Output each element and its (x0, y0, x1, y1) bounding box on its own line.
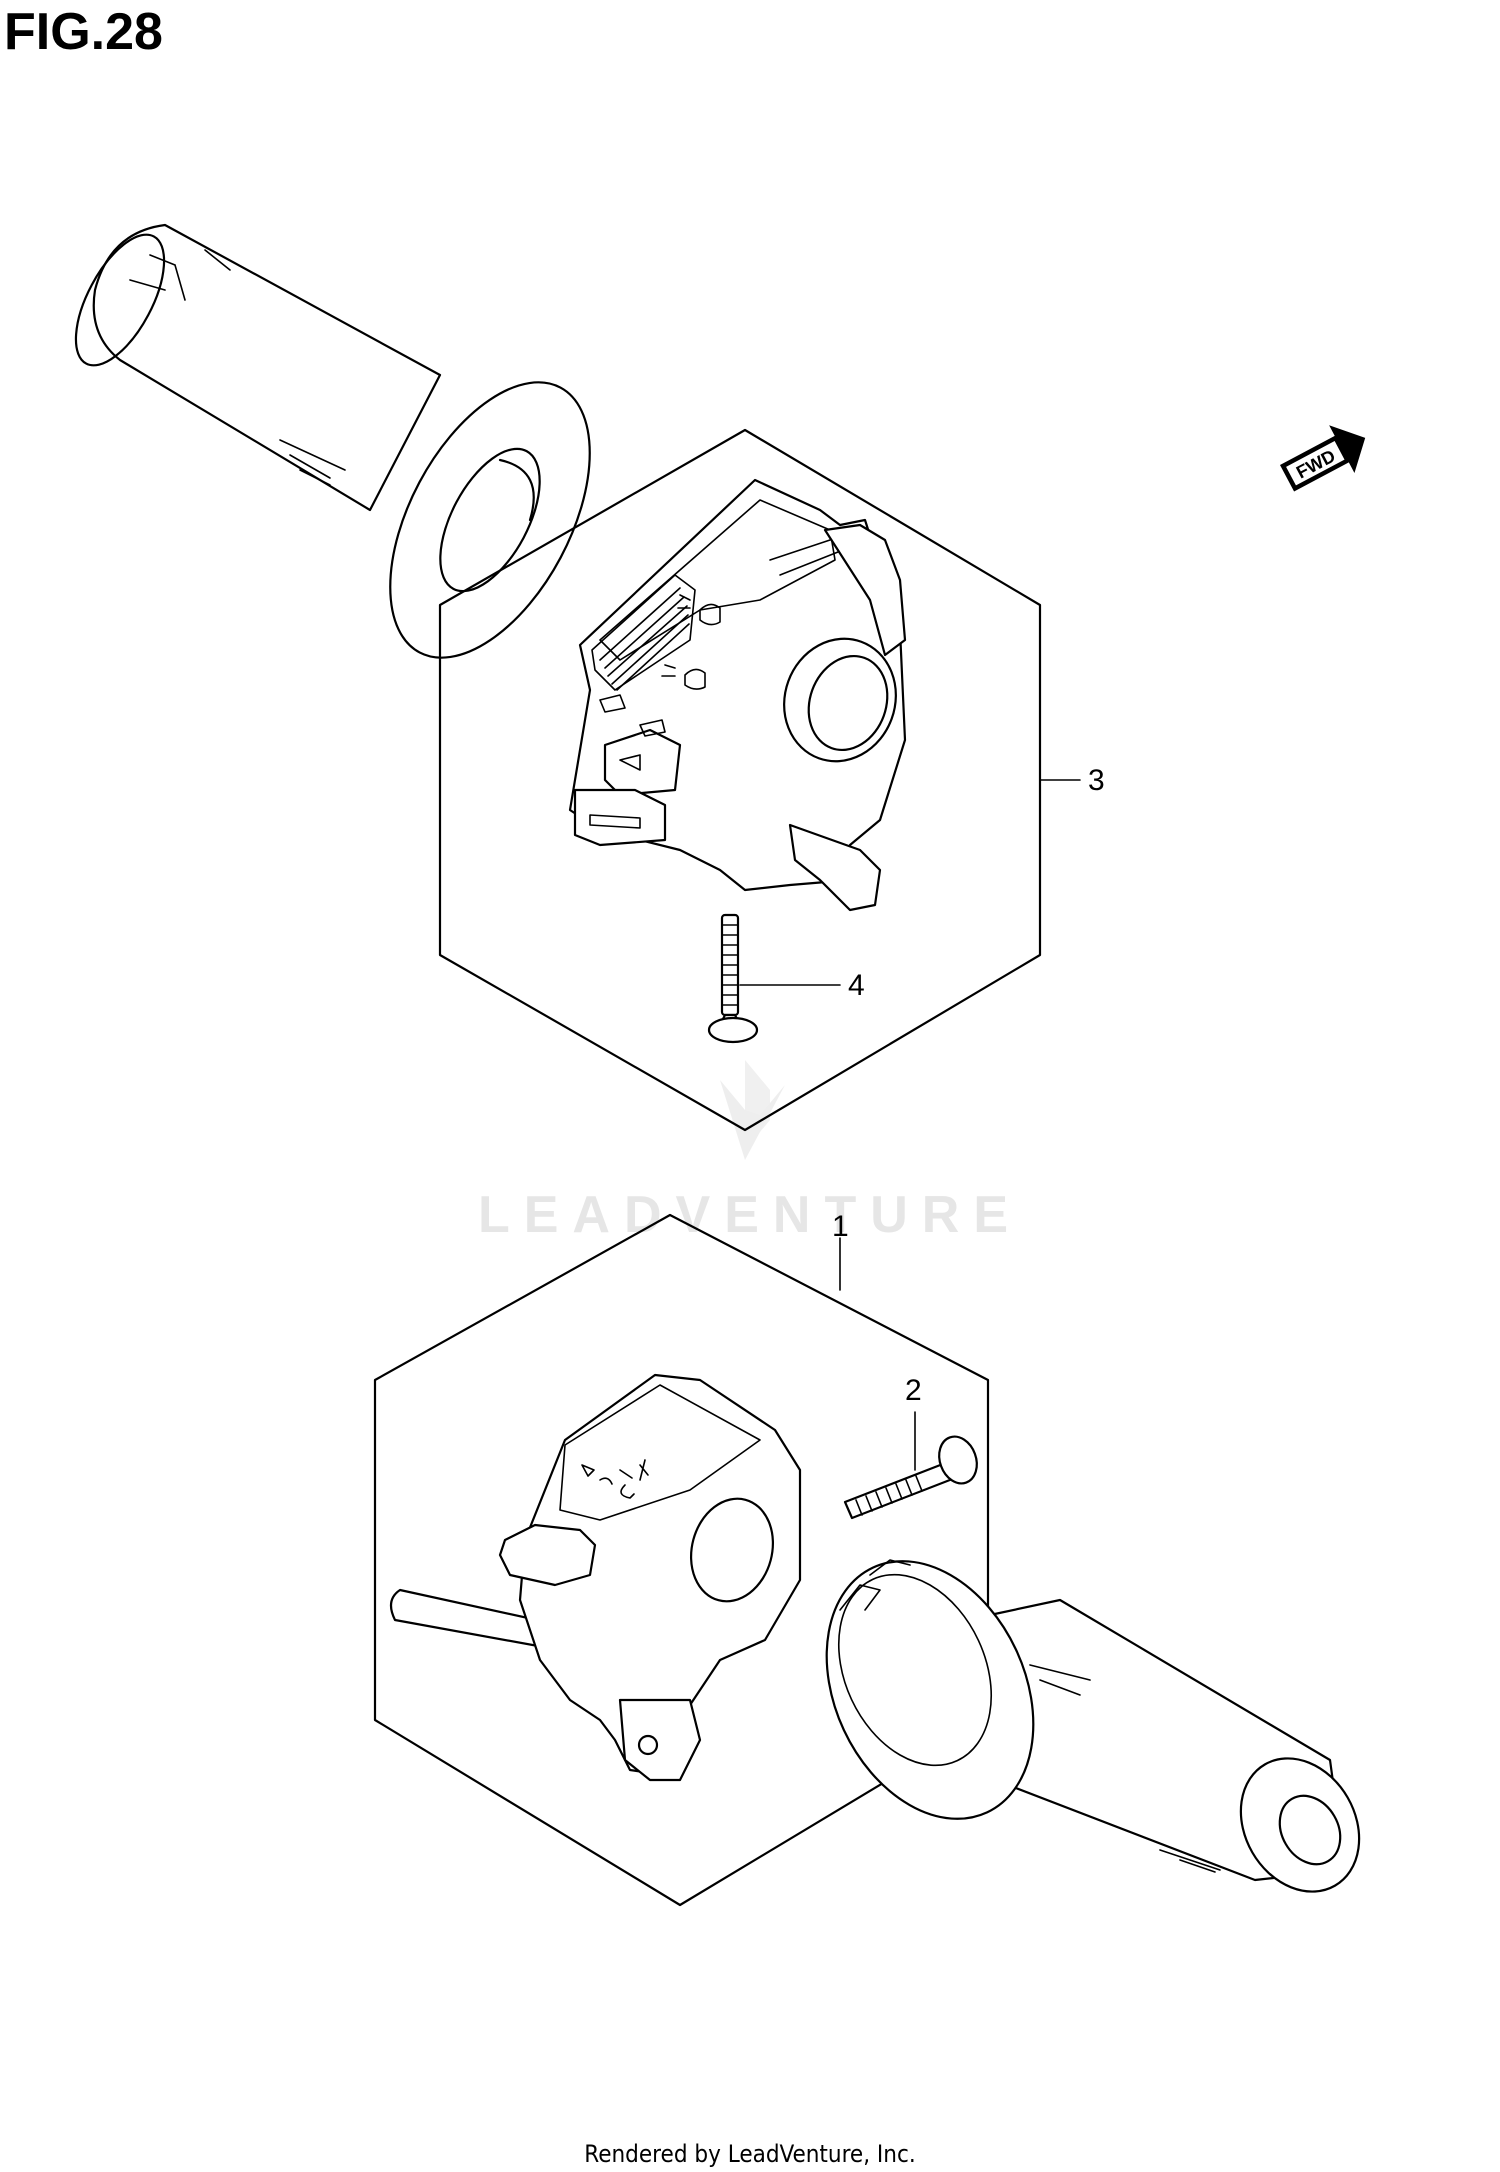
watermark-text: LEADVENTURE (478, 1186, 1022, 1244)
callout-4-label: 4 (848, 969, 865, 1002)
part-3-group-outline (438, 428, 1042, 1132)
forward-direction-badge: FWD (1280, 425, 1366, 492)
callout-3-label: 3 (1088, 764, 1105, 797)
callout-1-label: 1 (832, 1210, 849, 1243)
part-3-switch-housing (568, 478, 907, 912)
footer-credit: Rendered by LeadVenture, Inc. (584, 2140, 916, 2168)
figure-title: FIG.28 (4, 3, 163, 61)
part-2-screw (843, 1435, 978, 1520)
part-1-switch-housing (389, 1373, 802, 1782)
callout-2-label: 2 (905, 1374, 922, 1407)
right-throttle-grip (825, 1559, 1361, 1893)
left-handlebar-grip (74, 223, 591, 659)
leadventure-watermark: LEADVENTURE (478, 1060, 1022, 1244)
part-4-screw (707, 913, 759, 1044)
